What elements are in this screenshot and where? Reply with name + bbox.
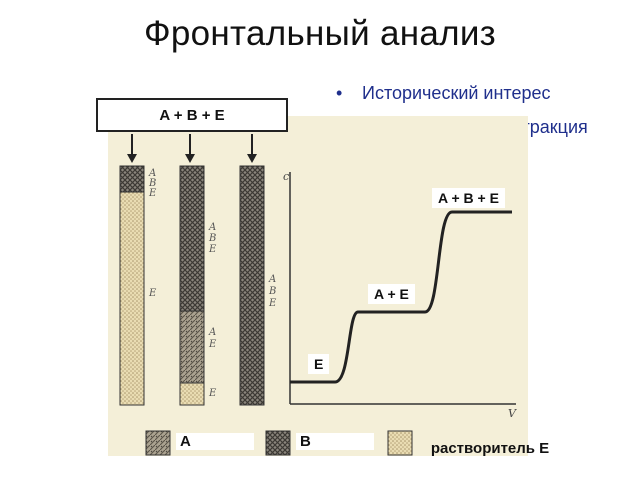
- curve-label-e: E: [308, 354, 330, 374]
- svg-text:A: A: [268, 274, 276, 285]
- legend-swatches: [145, 430, 413, 456]
- svg-text:A: A: [208, 327, 216, 338]
- svg-text:E: E: [268, 298, 277, 309]
- svg-text:E: E: [208, 244, 217, 255]
- curve-label-a-b-e: A + B + E: [432, 188, 505, 208]
- legend-swatch-a: [145, 430, 171, 456]
- curve-axes: c V: [283, 170, 517, 420]
- figure-background: [108, 116, 528, 456]
- legend-swatch-b: [265, 430, 291, 456]
- legend-label-a: A: [176, 433, 254, 450]
- legend-swatch-e: [387, 430, 413, 456]
- svg-text:E: E: [148, 188, 157, 199]
- svg-text:A: A: [148, 168, 156, 179]
- svg-text:B: B: [208, 233, 216, 244]
- legend-label-solvent: растворитель E: [430, 440, 550, 457]
- column-2: A B E A E E: [179, 165, 217, 406]
- bullet-dot-icon: •: [336, 82, 343, 103]
- curve-label-a-e: A + E: [368, 284, 415, 304]
- x-axis-label: V: [508, 407, 517, 420]
- y-axis-label: c: [283, 170, 289, 183]
- slide-title: Фронтальный анализ: [143, 14, 497, 53]
- svg-text:B: B: [268, 286, 276, 297]
- svg-text:E: E: [208, 388, 217, 399]
- feed-arrows: [127, 134, 257, 163]
- svg-text:E: E: [208, 339, 217, 350]
- column-1: A B E E: [119, 165, 157, 406]
- svg-text:E: E: [148, 288, 157, 299]
- bullet-item-historical: • Исторический интерес: [336, 76, 588, 110]
- feed-mixture-box: A + B + E: [96, 98, 288, 132]
- breakthrough-curve: [290, 210, 512, 384]
- bullet-text: Исторический интерес: [362, 82, 551, 103]
- svg-text:B: B: [148, 178, 156, 189]
- svg-text:A: A: [208, 222, 216, 233]
- column-3: A B E: [239, 165, 277, 406]
- legend-label-b: B: [296, 433, 374, 450]
